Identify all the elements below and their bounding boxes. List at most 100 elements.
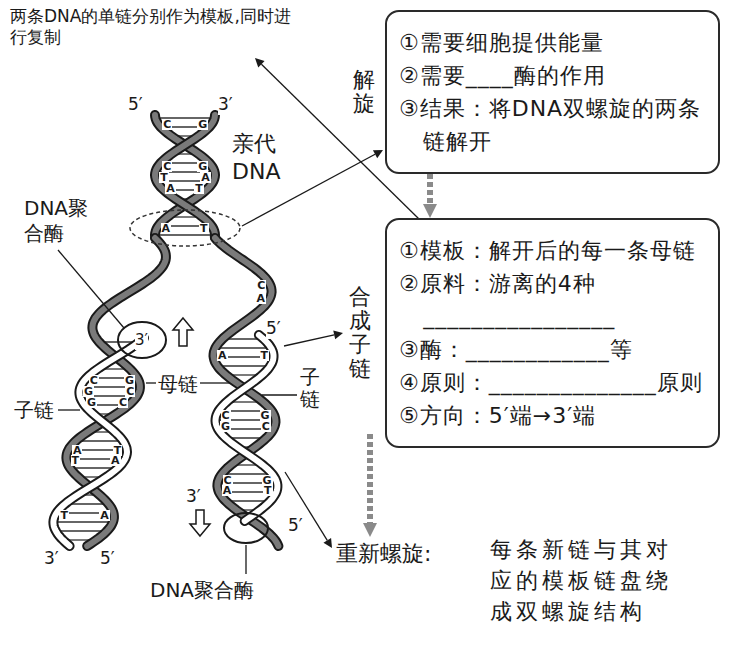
base-letter: G (86, 397, 97, 408)
base-letter: C (261, 421, 271, 432)
base-letter: C (118, 397, 128, 408)
polymerase-symbol (118, 322, 166, 358)
daughter-strand (216, 335, 278, 521)
direction-arrow (190, 510, 210, 536)
base-letter: C (125, 386, 135, 397)
base-pair-rung (230, 500, 267, 501)
step-text: ④原则：______________原则 (399, 366, 706, 399)
leader-line (200, 382, 230, 383)
strand-outline (214, 238, 279, 546)
base-letter: C (162, 119, 172, 130)
part-label: DNA聚合酶 (24, 196, 96, 246)
base-letter: T (194, 183, 204, 194)
base-letter: G (220, 421, 231, 432)
base-pair-rung (57, 521, 109, 522)
strand-outline (155, 115, 215, 237)
base-pair-rung (60, 530, 103, 531)
arrow-head (323, 538, 332, 548)
parent-strand (155, 115, 215, 237)
step-text: ①模板：解开后的每一条母链 (399, 234, 706, 267)
base-letter: G (260, 410, 271, 421)
part-label: 子链 (14, 398, 54, 423)
parent-strand (155, 115, 215, 237)
base-letter: A (217, 350, 228, 361)
end-label: 3′ (135, 331, 148, 350)
step-text: ⑤方向：5′端→3′端 (399, 399, 706, 432)
end-label: 5′ (266, 318, 281, 339)
base-letter: T (199, 223, 209, 234)
end-label: 5′ (128, 94, 143, 115)
step-text: ③酶：____________等 (399, 333, 706, 366)
base-letter: A (222, 485, 233, 496)
end-label: 3′ (218, 94, 233, 115)
base-pair-rung (80, 440, 119, 441)
arrow-shaft (367, 434, 373, 523)
base-letter: A (200, 172, 211, 183)
base-letter: T (71, 455, 81, 466)
base-pair-rung (219, 347, 267, 348)
stage-heading: 合成子链 (349, 285, 371, 382)
part-label: 母链 (158, 372, 198, 397)
leader-line (58, 409, 80, 410)
strand-outline (155, 115, 215, 237)
arrow-shaft (427, 174, 433, 205)
base-pair-rung (69, 503, 105, 504)
direction-arrow (173, 318, 193, 346)
parent-strand (214, 238, 279, 546)
base-letter: A (99, 510, 110, 521)
daughter-strand (53, 338, 144, 546)
arrow-head (423, 204, 437, 218)
arrow-shaft (284, 335, 334, 346)
leader-line (262, 394, 297, 395)
base-letter: C (89, 375, 99, 386)
part-label: DNA聚合酶 (150, 578, 254, 603)
stage-heading: 重新螺旋: (336, 540, 431, 568)
step-text: ①需要细胞提供能量 (399, 26, 706, 59)
base-pair-rung (226, 338, 259, 339)
base-letter: G (197, 119, 208, 130)
unwinding-region (130, 210, 240, 246)
base-letter: G (83, 386, 94, 397)
stage-heading: 解旋 (353, 68, 375, 116)
strand-outline (216, 335, 278, 521)
base-letter: G (197, 161, 208, 172)
end-label: 5′ (288, 515, 303, 536)
base-letter: T (260, 350, 270, 361)
end-label: 3′ (186, 486, 201, 507)
end-label: 3′ (44, 548, 59, 569)
base-letter: T (59, 510, 69, 521)
base-pair-rung (230, 437, 263, 438)
arrow-shaft (285, 472, 327, 540)
base-letter: A (161, 223, 172, 234)
leader-line (146, 382, 156, 383)
base-letter: C (256, 280, 266, 291)
flow-arrow (423, 174, 437, 218)
strand-outline (53, 338, 144, 546)
base-pair-rung (74, 467, 114, 468)
leader-arrow (284, 330, 343, 346)
arrow-head (333, 330, 343, 339)
base-pair-rung (159, 234, 211, 235)
base-letter: G (124, 375, 135, 386)
part-label: 子链 (300, 366, 320, 410)
text-box: 解旋①需要细胞提供能量②需要____酶的作用③结果：将DNA双螺旋的两条链解开 (385, 10, 720, 174)
base-letter: A (110, 455, 121, 466)
base-letter: T (159, 172, 169, 183)
end-label: 5′ (100, 548, 115, 569)
base-letter: C (162, 161, 172, 172)
base-letter: C (221, 410, 231, 421)
step-text: ②需要____酶的作用 (399, 59, 706, 92)
polymerase-symbol (224, 513, 268, 543)
leader-line (245, 545, 246, 574)
flow-arrow (363, 434, 377, 537)
leader-arrow (285, 472, 332, 548)
base-letter: A (256, 293, 267, 304)
part-label: 亲代DNA (232, 130, 282, 185)
arrow-head (363, 523, 377, 537)
step-text: ③结果：将DNA双螺旋的两条链解开 (399, 92, 706, 158)
note-text: 两条DNA的单链分别作为模板,同时进行复制 (10, 6, 295, 49)
base-letter: T (263, 485, 273, 496)
text-box: 合成子链①模板：解开后的每一条母链②原料：游离的4种______________… (385, 218, 720, 448)
stage-description: 每条新链与其对应的模板链盘绕成双螺旋结构 (490, 535, 690, 627)
